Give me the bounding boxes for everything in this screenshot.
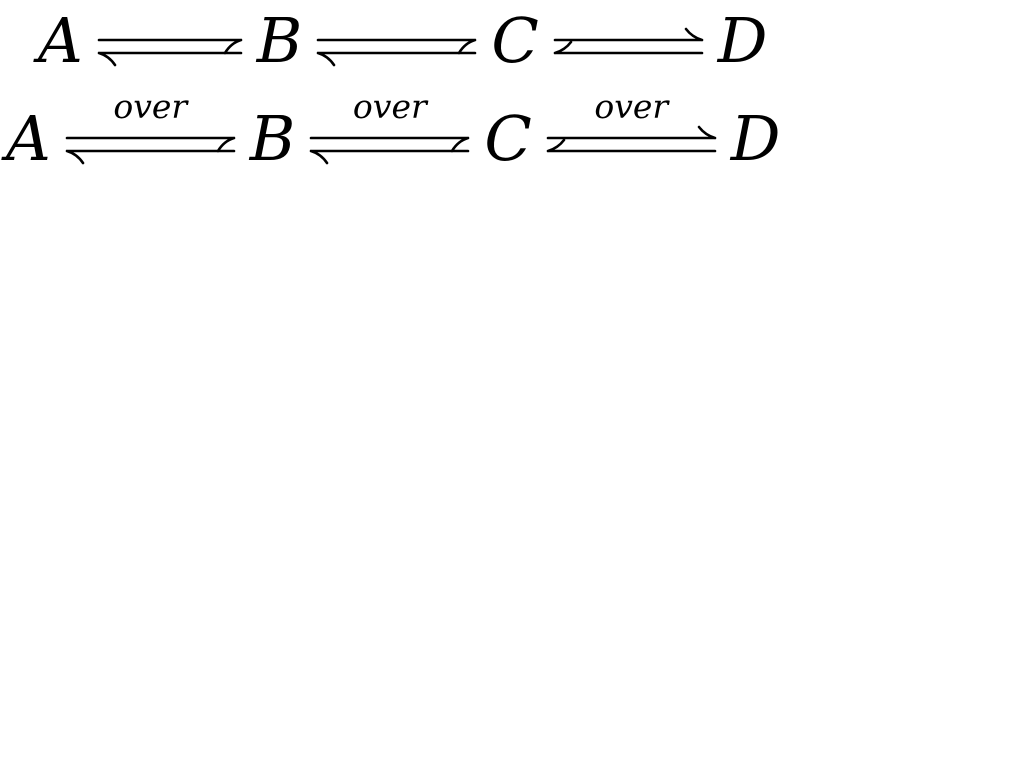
term-a: A [6,102,51,175]
term-d: D [730,102,781,175]
labeled-equilibrium-arrow: over [307,90,472,166]
term-c: C [484,102,532,175]
equilibrium-harpoons-icon [95,26,245,68]
reaction-row-1: A B C D [0,0,1024,72]
term-b: B [256,4,303,77]
equilibrium-harpoons-icon [544,124,719,166]
arrow-over-label: over [113,87,188,126]
labeled-equilibrium-arrow: over [544,90,719,166]
reaction-row-2: A over B over C over [0,90,1024,175]
equilibrium-harpoons-icon [551,26,706,68]
term-d: D [717,4,768,77]
term-a: A [38,4,83,77]
arrow-over-label: over [594,87,669,126]
equilibrium-harpoons-icon [314,26,479,68]
equilibrium-harpoons-icon [307,124,472,166]
term-b: B [249,102,296,175]
labeled-equilibrium-arrow: over [63,90,238,166]
equilibrium-harpoons-icon [63,124,238,166]
arrow-over-label: over [352,87,427,126]
term-c: C [491,4,539,77]
